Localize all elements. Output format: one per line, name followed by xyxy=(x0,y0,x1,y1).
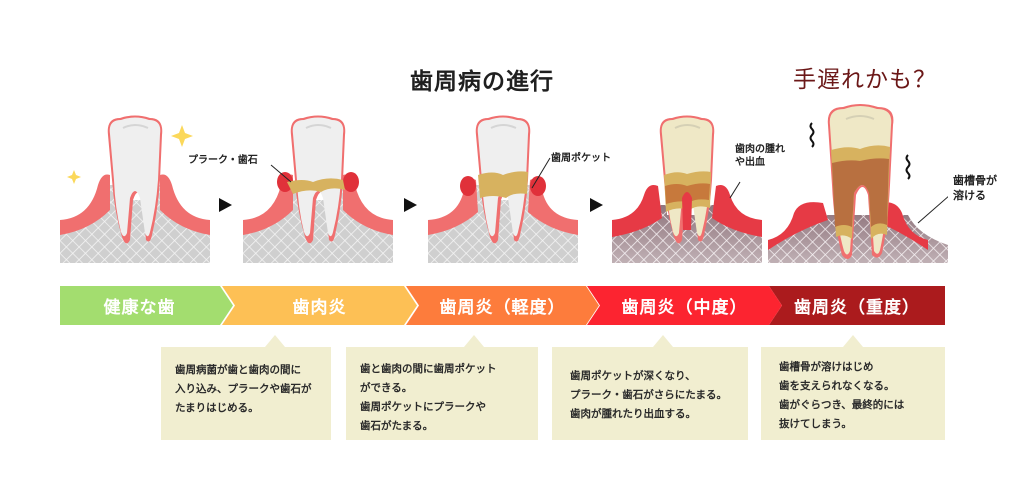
stage-mild-periodontitis-label: 歯周炎（軽度） xyxy=(439,298,566,318)
stage-healthy: 健康な歯 xyxy=(60,286,233,325)
label-periodontal-pocket: 歯周ポケット xyxy=(551,153,611,164)
label-bone-dissolve-line1: 歯槽骨が xyxy=(953,174,997,187)
description-moderate-periodontitis-text: 歯周ポケットが深くなり、 プラーク・歯石がさらにたまる。 歯肉が腫れたり出血する… xyxy=(570,370,727,420)
label-bone-dissolve: 歯槽骨が 溶ける xyxy=(953,173,997,203)
stage-gingivitis: 歯肉炎 xyxy=(222,286,417,325)
progression-arrow-icon xyxy=(590,198,603,212)
description-severe-periodontitis: 歯槽骨が溶けはじめ 歯を支えられなくなる。 歯がぐらつき、最終的には 抜けてしま… xyxy=(761,335,945,440)
illustration-mild-periodontitis-tooth xyxy=(428,100,578,270)
description-gingivitis-text: 歯周病菌が歯と歯肉の間に 入り込み、プラークや歯石が たまりはじめる。 xyxy=(175,364,312,414)
description-mild-periodontitis-text: 歯と歯肉の間に歯周ポケット ができる。 歯周ポケットにプラークや 歯石がたまる。 xyxy=(360,363,497,432)
stage-severe-periodontitis: 歯周炎（重度） xyxy=(769,286,945,325)
stage-progression-bar: 健康な歯 歯肉炎 歯周炎（軽度） 歯周炎（中度） 歯周炎（重度） xyxy=(60,286,945,325)
description-gingivitis: 歯周病菌が歯と歯肉の間に 入り込み、プラークや歯石が たまりはじめる。 xyxy=(161,335,331,440)
stage-mild-periodontitis: 歯周炎（軽度） xyxy=(406,286,599,325)
stage-healthy-label: 健康な歯 xyxy=(103,298,176,318)
callout-tail xyxy=(653,335,673,347)
description-mild-periodontitis: 歯と歯肉の間に歯周ポケット ができる。 歯周ポケットにプラークや 歯石がたまる。 xyxy=(346,335,538,440)
description-moderate-periodontitis: 歯周ポケットが深くなり、 プラーク・歯石がさらにたまる。 歯肉が腫れたり出血する… xyxy=(552,335,748,440)
progression-arrow-icon xyxy=(404,198,417,212)
label-gum-swelling-line1: 歯肉の腫れ xyxy=(735,144,785,155)
illustration-gingivitis-tooth xyxy=(243,100,393,270)
callout-tail xyxy=(843,335,863,347)
stage-moderate-periodontitis: 歯周炎（中度） xyxy=(587,286,782,325)
illustration-severe-periodontitis-tooth xyxy=(768,95,948,270)
callout-tail xyxy=(265,335,285,347)
callout-tail xyxy=(464,335,484,347)
warning-heading: 手遅れかも？ xyxy=(793,67,937,93)
illustration-moderate-periodontitis-tooth xyxy=(612,100,762,270)
page-title: 歯周病の進行 xyxy=(410,69,554,95)
label-gum-swelling: 歯肉の腫れ や出血 xyxy=(735,143,785,169)
illustration-healthy-tooth xyxy=(60,100,210,270)
stage-moderate-periodontitis-label: 歯周炎（中度） xyxy=(621,298,748,318)
stage-severe-periodontitis-label: 歯周炎（重度） xyxy=(794,298,920,318)
description-severe-periodontitis-text: 歯槽骨が溶けはじめ 歯を支えられなくなる。 歯がぐらつき、最終的には 抜けてしま… xyxy=(779,361,905,430)
stage-gingivitis-label: 歯肉炎 xyxy=(292,298,347,318)
label-plaque-tartar: プラーク・歯石 xyxy=(188,155,258,166)
label-gum-swelling-line2: や出血 xyxy=(735,157,765,168)
label-bone-dissolve-line2: 溶ける xyxy=(953,189,986,202)
progression-arrow-icon xyxy=(219,198,232,212)
